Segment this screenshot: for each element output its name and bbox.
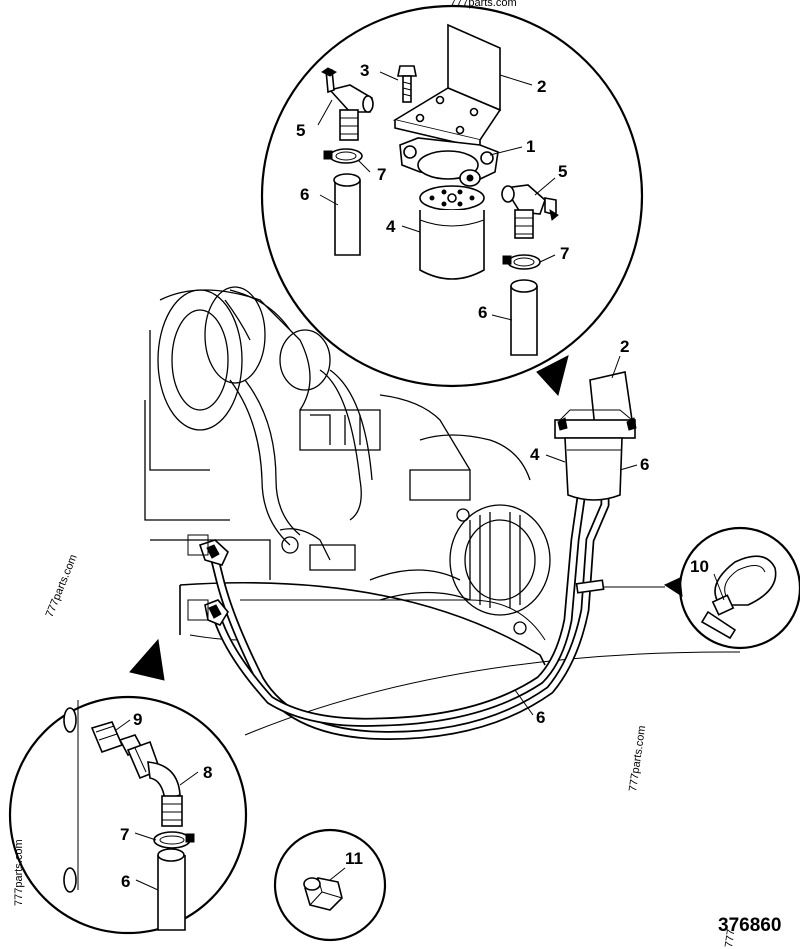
callout-6-elbow: 6	[121, 872, 130, 891]
elbow-detail	[8, 638, 248, 935]
filter-main-view	[554, 371, 637, 501]
watermark-corner: 777	[723, 929, 737, 949]
callout-4-main: 4	[530, 445, 540, 464]
callout-11: 11	[345, 849, 363, 868]
callout-2-top: 2	[537, 77, 546, 96]
callout-6-main-right: 6	[640, 455, 649, 474]
callout-7-left: 7	[377, 165, 386, 184]
callout-7-right: 7	[560, 244, 569, 263]
callout-3: 3	[360, 61, 369, 80]
clip-detail	[663, 526, 800, 650]
main-leaders	[514, 355, 638, 716]
main-hoses	[187, 465, 665, 740]
watermark-left: 777parts.com	[44, 553, 80, 619]
watermark-middle: 777parts.com	[627, 725, 648, 793]
callout-7-elbow: 7	[120, 825, 129, 844]
watermark-top: 777parts.com	[450, 0, 517, 9]
callout-6-right: 6	[478, 303, 487, 322]
callout-8: 8	[203, 763, 212, 782]
callout-5-left: 5	[296, 121, 305, 140]
watermark-bottom-left: 777parts.com	[13, 839, 25, 906]
callout-4-top: 4	[386, 217, 396, 236]
document-number: 376860	[718, 915, 781, 936]
callout-6-left: 6	[300, 185, 309, 204]
callout-6-main-bottom: 6	[536, 708, 545, 727]
callout-5-right: 5	[558, 162, 567, 181]
callout-2-main: 2	[620, 337, 629, 356]
plug-detail	[273, 828, 387, 942]
callout-labels: 3 2 1 5 7 6 4 5 7 6 2 4 6 6 10 9 8 7 6 1…	[120, 61, 709, 891]
callout-10: 10	[690, 557, 709, 576]
callout-1: 1	[526, 137, 535, 156]
callout-9: 9	[133, 710, 142, 729]
top-detail	[260, 4, 644, 397]
